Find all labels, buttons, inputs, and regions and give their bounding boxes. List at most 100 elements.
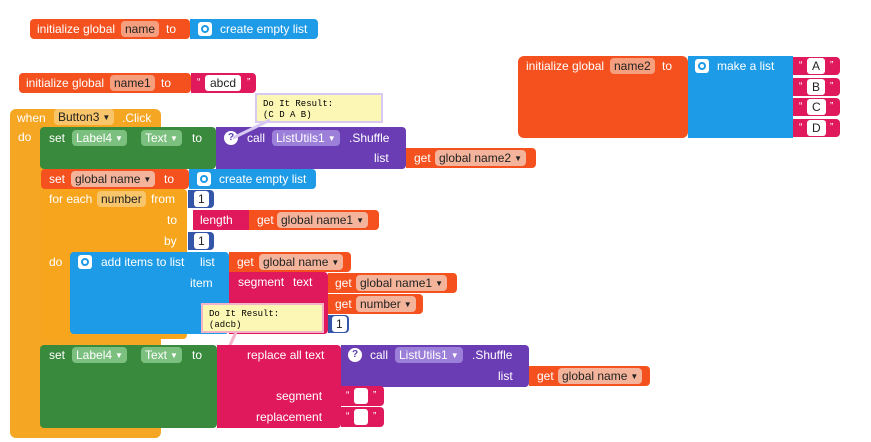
mutator-gear-icon[interactable] xyxy=(197,172,211,186)
dropdown-arrow-icon: ▼ xyxy=(102,113,111,122)
text-B-field[interactable]: B xyxy=(807,79,826,95)
replace-all-text-block[interactable]: replace all text segment replacement xyxy=(217,345,341,428)
variable-dropdown[interactable]: global name▼ xyxy=(558,368,643,384)
get-global-name1-block[interactable]: get global name1▼ xyxy=(249,210,379,230)
get-label: get xyxy=(335,297,352,311)
event-name: .Click xyxy=(122,111,152,125)
var-name2-field[interactable]: name2 xyxy=(610,58,655,74)
comment-title: Do It Result: xyxy=(263,99,334,109)
variable-dropdown[interactable]: global name▼ xyxy=(259,254,344,270)
init-global-name1-block[interactable]: initialize global name1 to xyxy=(19,73,191,93)
do-it-result-comment-2: Do It Result: (adcb) xyxy=(201,303,324,333)
call-listutils1-shuffle-block[interactable]: ? call ListUtils1▼ .Shuffle list xyxy=(216,127,406,169)
variable-dropdown[interactable]: global name2▼ xyxy=(435,150,526,166)
set-label4-text-block-2[interactable]: set Label4▼ Text▼ to xyxy=(40,345,217,428)
text-item-A[interactable]: “ A ” xyxy=(793,57,840,75)
to-label: to xyxy=(167,213,178,227)
component-name: Label4 xyxy=(76,348,113,362)
mutator-gear-icon[interactable] xyxy=(198,22,212,36)
to-label: to xyxy=(166,22,177,36)
length-label: length xyxy=(200,213,233,227)
component-dropdown[interactable]: ListUtils1▼ xyxy=(272,130,340,146)
variable-name: global name1 xyxy=(360,276,433,290)
empty-text-segment-block[interactable]: “ ” xyxy=(341,386,384,406)
number-field[interactable]: 1 xyxy=(332,316,347,332)
when-label: when xyxy=(17,111,46,125)
quote-icon: “ xyxy=(799,81,803,92)
text-item-C[interactable]: “ C ” xyxy=(793,98,840,116)
mutator-gear-icon[interactable] xyxy=(78,255,92,269)
make-a-list-block[interactable]: make a list xyxy=(688,56,793,138)
component-dropdown[interactable]: Button3▼ xyxy=(54,109,115,125)
loop-variable-field[interactable]: number xyxy=(97,191,146,207)
method-label: .Shuffle xyxy=(349,131,390,145)
quote-icon: “ xyxy=(346,390,350,401)
text-abcd-field[interactable]: abcd xyxy=(205,75,242,91)
component-dropdown[interactable]: Label4▼ xyxy=(72,130,127,146)
quote-icon: ” xyxy=(830,122,834,133)
component-dropdown[interactable]: Label4▼ xyxy=(72,347,127,363)
help-icon[interactable]: ? xyxy=(348,348,362,362)
init-global-name2-block[interactable]: initialize global name2 to xyxy=(518,56,688,138)
quote-icon: ” xyxy=(373,390,377,401)
create-empty-list-block[interactable]: create empty list xyxy=(190,19,318,39)
get-label: get xyxy=(335,276,352,290)
property-dropdown[interactable]: Text▼ xyxy=(141,347,182,363)
do-label: do xyxy=(49,255,63,269)
get-global-name-block-2[interactable]: get global name▼ xyxy=(529,366,650,386)
dropdown-arrow-icon: ▼ xyxy=(327,134,336,143)
text-item-B[interactable]: “ B ” xyxy=(793,78,840,96)
text-C-field[interactable]: C xyxy=(807,99,826,115)
get-global-name-block[interactable]: get global name▼ xyxy=(229,252,351,272)
dropdown-arrow-icon: ▼ xyxy=(356,216,364,225)
text-abcd-block[interactable]: “ abcd ” xyxy=(191,73,256,93)
get-global-name1-block-2[interactable]: get global name1▼ xyxy=(328,273,457,293)
component-name: Label4 xyxy=(76,131,113,145)
empty-text-field[interactable] xyxy=(354,409,368,425)
open-quote-icon: “ xyxy=(197,77,201,88)
empty-text-replacement-block[interactable]: “ ” xyxy=(341,407,384,427)
variable-name: global name xyxy=(562,369,628,383)
var-name-field[interactable]: name xyxy=(121,21,160,37)
number-1-by-block[interactable]: 1 xyxy=(188,232,214,250)
property-dropdown[interactable]: Text▼ xyxy=(141,130,182,146)
variable-dropdown[interactable]: global name1▼ xyxy=(277,212,368,228)
component-dropdown[interactable]: ListUtils1▼ xyxy=(395,347,463,363)
call-listutils1-shuffle-block-2[interactable]: ? call ListUtils1▼ .Shuffle list xyxy=(341,345,529,387)
length-block[interactable]: length xyxy=(193,210,249,230)
text-item-D[interactable]: “ D ” xyxy=(793,119,840,137)
text-D-field[interactable]: D xyxy=(807,120,826,136)
help-icon[interactable]: ? xyxy=(224,131,238,145)
quote-icon: “ xyxy=(799,122,803,133)
init-global-name-block[interactable]: initialize global name to xyxy=(30,19,190,39)
get-label: get xyxy=(257,213,274,227)
empty-text-field[interactable] xyxy=(354,388,368,404)
variable-dropdown[interactable]: global name1▼ xyxy=(356,275,447,291)
for-each-label: for each xyxy=(49,192,93,206)
number-1-from-block[interactable]: 1 xyxy=(188,190,214,208)
list-label: list xyxy=(200,255,215,269)
variable-dropdown[interactable]: global name▼ xyxy=(71,171,156,187)
item-label: item xyxy=(190,276,213,290)
create-empty-list-block-2[interactable]: create empty list xyxy=(189,169,316,189)
var-name1-field[interactable]: name1 xyxy=(110,75,155,91)
text-A-field[interactable]: A xyxy=(807,58,826,74)
dropdown-arrow-icon: ▼ xyxy=(331,258,340,267)
dropdown-arrow-icon: ▼ xyxy=(435,279,443,288)
dropdown-arrow-icon: ▼ xyxy=(403,300,412,309)
set-label: set xyxy=(49,348,66,362)
get-global-name2-block[interactable]: get global name2▼ xyxy=(406,148,536,168)
to-label: to xyxy=(192,131,203,145)
set-global-name-block[interactable]: set global name▼ to xyxy=(41,169,189,189)
set-label: set xyxy=(49,131,66,145)
mutator-gear-icon[interactable] xyxy=(695,59,709,73)
variable-dropdown[interactable]: number▼ xyxy=(356,296,416,312)
number-field[interactable]: 1 xyxy=(194,233,209,249)
list-label: list xyxy=(498,369,513,383)
get-number-block[interactable]: get number▼ xyxy=(328,294,423,314)
set-label4-text-block-1[interactable]: set Label4▼ Text▼ to xyxy=(40,127,216,169)
init-label: initialize global xyxy=(37,22,116,36)
to-label: to xyxy=(161,76,172,90)
number-1-length-block[interactable]: 1 xyxy=(328,315,349,333)
number-field[interactable]: 1 xyxy=(194,191,209,207)
